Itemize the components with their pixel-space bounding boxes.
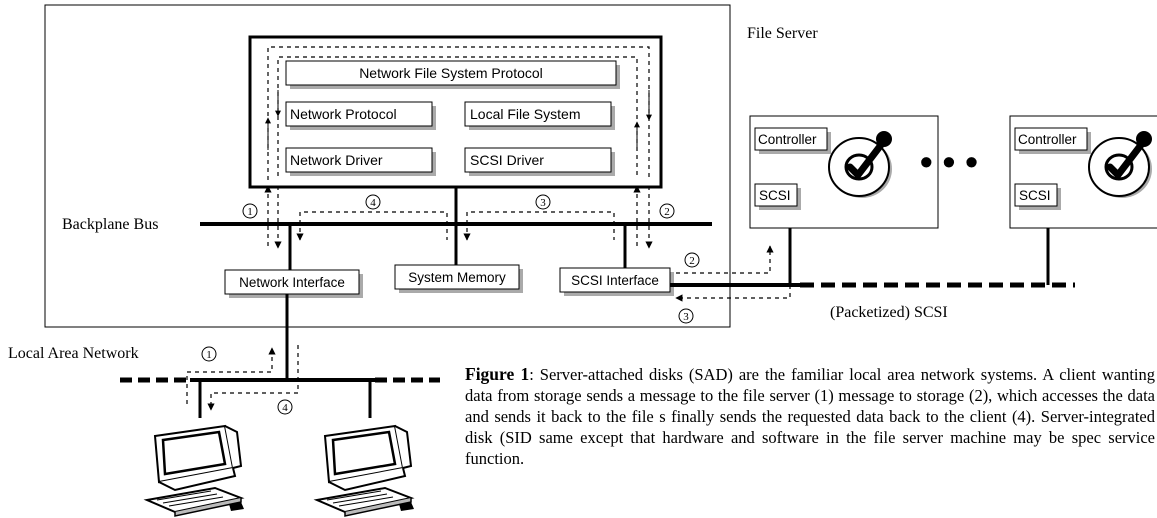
scsi-driver-layer: SCSI Driver <box>464 147 615 176</box>
file-server-label: File Server <box>747 25 818 42</box>
local-file-system-label: Local File System <box>470 106 580 122</box>
svg-text:4: 4 <box>282 402 288 414</box>
svg-text:1: 1 <box>247 206 253 218</box>
drive-2-controller-label: Controller <box>1018 132 1077 147</box>
figure-caption: Figure 1: Server-attached disks (SAD) ar… <box>465 364 1155 514</box>
svg-text:3: 3 <box>683 311 689 323</box>
local-file-system-layer: Local File System <box>464 101 615 130</box>
path-1-from-client <box>186 347 276 404</box>
svg-text:4: 4 <box>370 197 376 209</box>
file-server-frame <box>44 4 731 328</box>
svg-text:3: 3 <box>540 197 546 209</box>
network-driver-label: Network Driver <box>290 152 383 168</box>
svg-text:1: 1 <box>206 349 212 361</box>
path-3-from-drive <box>675 285 791 302</box>
svg-text:2: 2 <box>664 206 670 218</box>
scsi-driver-label: SCSI Driver <box>470 152 544 168</box>
path-2-to-drive <box>676 245 774 274</box>
svg-text:2: 2 <box>689 255 695 267</box>
step-1-marker-lan: 1 <box>201 346 217 362</box>
step-4-marker-lan: 4 <box>277 399 293 415</box>
network-interface: Network Interface <box>224 269 363 298</box>
drive-1-scsi-label: SCSI <box>759 188 791 203</box>
network-driver-layer: Network Driver <box>285 147 436 176</box>
backplane-bus-label: Backplane Bus <box>62 216 158 233</box>
network-interface-label: Network Interface <box>239 275 345 290</box>
lan-label: Local Area Network <box>8 345 139 362</box>
scsi-interface: SCSI Interface <box>559 267 674 296</box>
path-4-to-client <box>207 345 299 411</box>
step-3-marker-server: 3 <box>535 194 551 210</box>
step-3-marker-scsi: 3 <box>678 308 694 324</box>
scsi-interface-label: SCSI Interface <box>571 273 659 288</box>
figure-caption-body: : Server-attached disks (SAD) are the fa… <box>465 365 1155 468</box>
step-2-marker-server: 2 <box>659 203 675 219</box>
drive-2-scsi-label: SCSI <box>1019 188 1051 203</box>
step-2-marker-scsi: 2 <box>684 252 700 268</box>
step-4-marker-server: 4 <box>365 194 381 210</box>
nfs-layer-label: Network File System Protocol <box>359 65 543 81</box>
request-path-loop <box>267 46 650 180</box>
system-memory: System Memory <box>394 264 523 293</box>
drive-2: Controller SCSI <box>1009 115 1157 229</box>
scsi-link-label: (Packetized) SCSI <box>830 304 948 321</box>
network-protocol-layer: Network Protocol <box>285 101 436 130</box>
drives-ellipsis: • • • <box>920 141 978 182</box>
figure-caption-lead: Figure 1 <box>465 364 530 384</box>
drive-1-controller-label: Controller <box>758 132 817 147</box>
system-memory-label: System Memory <box>408 270 506 285</box>
drive-1: Controller SCSI <box>749 115 939 229</box>
nfs-layer: Network File System Protocol <box>285 60 620 89</box>
client-2-computer-icon[interactable] <box>315 424 416 518</box>
network-protocol-label: Network Protocol <box>290 106 397 122</box>
client-1-computer-icon[interactable] <box>145 424 246 518</box>
step-1-marker-server: 1 <box>242 203 258 219</box>
